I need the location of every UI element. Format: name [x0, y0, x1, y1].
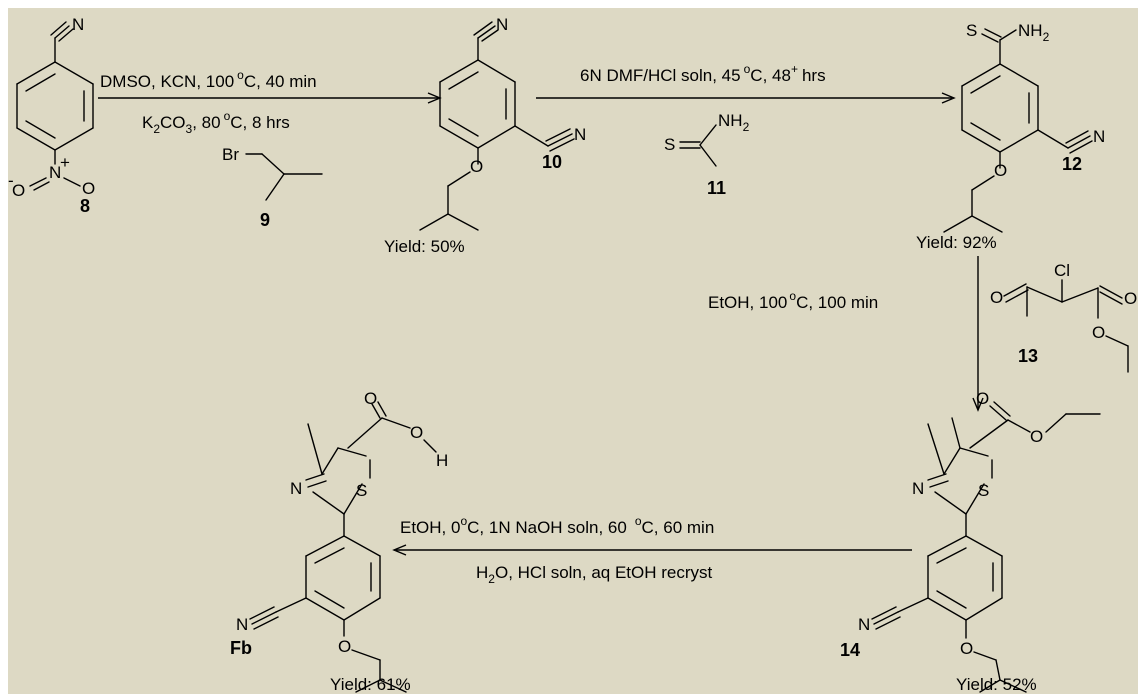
yield-14: Yield: 52% [956, 675, 1037, 694]
compound-11-label: 11 [707, 178, 726, 198]
compound-12-structure: S NH2 N O [943, 21, 1105, 233]
compound-10-label: 10 [542, 152, 562, 172]
ester-O-14: O [1030, 427, 1043, 446]
yield-Fb: Yield: 61% [330, 675, 411, 694]
compound-14-label: 14 [840, 640, 860, 660]
ether-O-14: O [960, 639, 973, 658]
step-4-conditions-b: H2O, HCl soln, aq EtOH recryst [476, 563, 713, 586]
thioamide-S-11: S [664, 135, 675, 154]
thioamide-S-12: S [966, 21, 977, 40]
nitrile-N-Fb: N [236, 615, 248, 634]
compound-13-label: 13 [1018, 346, 1038, 366]
compound-Fb-structure: O O H N S N O [236, 389, 448, 693]
nitro-N-8: N [49, 163, 61, 182]
ester-carbonyl-O-14: O [976, 389, 989, 408]
thiazole-S-14: S [978, 481, 989, 500]
chloro-Cl-13: Cl [1054, 261, 1070, 280]
yield-10: Yield: 50% [384, 237, 465, 256]
thiazole-N-Fb: N [290, 479, 302, 498]
arrow-step-3-head [972, 397, 984, 412]
thioamide-NH2-11: NH2 [718, 111, 750, 134]
compound-10-structure: N N O [419, 15, 586, 231]
compound-11-structure: S NH2 [664, 111, 750, 167]
compound-9-structure: Br [222, 145, 323, 201]
ester-O-13b: O [1092, 323, 1105, 342]
nitrile-N-14: N [858, 615, 870, 634]
ether-O-10: O [470, 157, 483, 176]
compound-13-structure: O Cl O O [990, 261, 1137, 373]
nitrile-N-10a: N [496, 15, 508, 34]
scheme-background [8, 8, 1138, 694]
Br-atom: Br [222, 145, 239, 164]
compound-Fb-label: Fb [230, 638, 252, 658]
thiazole-N-14: N [912, 479, 924, 498]
ether-O-12: O [994, 161, 1007, 180]
compound-12-label: 12 [1062, 154, 1082, 174]
ester-O-13a: O [1124, 289, 1137, 308]
nitro-charge-plus: + [60, 153, 70, 172]
nitrile-N-10b: N [574, 125, 586, 144]
acid-carbonyl-O-Fb: O [364, 389, 377, 408]
ketone-O-13: O [990, 288, 1003, 307]
arrow-step-2-head [941, 92, 956, 104]
compound-14-structure: O O N S N O [858, 389, 1101, 693]
arrow-step-4-head [392, 544, 407, 556]
acid-H-Fb: H [436, 451, 448, 470]
nitrile-N-8: N [72, 15, 84, 34]
nitro-O-8b: O [82, 179, 95, 198]
thiazole-S-Fb: S [356, 481, 367, 500]
nitrile-N-12: N [1093, 127, 1105, 146]
yield-12: Yield: 92% [916, 233, 997, 252]
nitro-charge-minus: - [8, 171, 14, 190]
ether-O-Fb: O [338, 637, 351, 656]
compound-9-label: 9 [260, 210, 270, 230]
thioamide-NH2-12: NH2 [1018, 21, 1050, 44]
compound-8-structure: N N + O - O [8, 15, 95, 200]
compound-8-label: 8 [80, 196, 90, 216]
nitro-O-8a: O [12, 181, 25, 200]
acid-O-Fb: O [410, 423, 423, 442]
